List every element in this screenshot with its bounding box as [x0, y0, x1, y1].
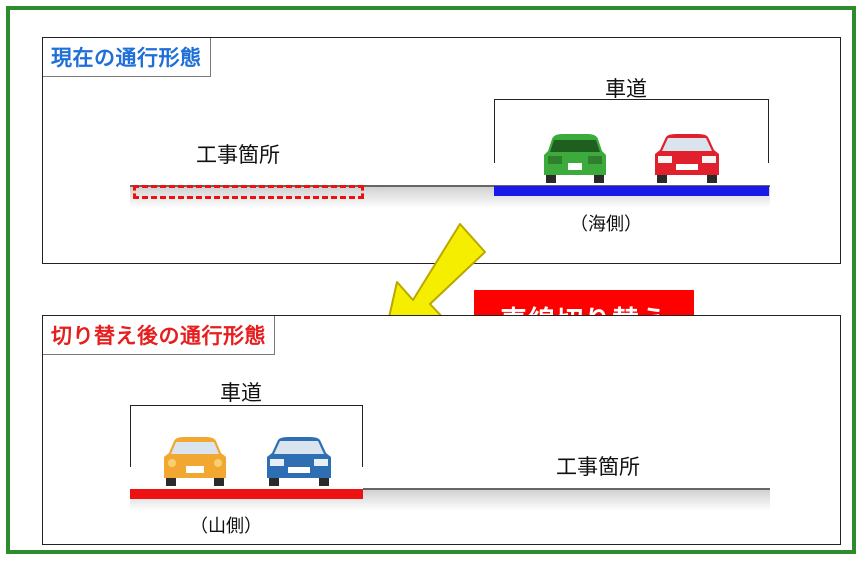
construction-label-bottom: 工事箇所 — [556, 455, 640, 479]
blue-car-icon — [267, 437, 331, 486]
orange-car-icon — [164, 437, 226, 486]
roadway-bracket-top — [494, 99, 769, 163]
current-layout-title: 現在の通行形態 — [43, 38, 211, 77]
sea-side-lane — [494, 186, 769, 196]
mountain-side-lane — [130, 489, 363, 499]
construction-label-top: 工事箇所 — [196, 143, 280, 167]
green-car-icon — [544, 134, 606, 183]
sea-side-label: （海側） — [570, 214, 642, 235]
roadway-label-bottom: 車道 — [220, 381, 262, 405]
after-switch-layout-title: 切り替え後の通行形態 — [43, 316, 275, 355]
red-car-icon — [655, 134, 719, 183]
road-edge-bottom — [363, 488, 770, 490]
roadway-bracket-bottom — [130, 405, 363, 467]
outer-frame — [6, 6, 856, 554]
mountain-side-label: （山側） — [190, 516, 262, 537]
closed-lane-outline-top — [133, 185, 364, 199]
road-edge-top — [130, 185, 770, 187]
roadway-label-top: 車道 — [605, 77, 647, 101]
